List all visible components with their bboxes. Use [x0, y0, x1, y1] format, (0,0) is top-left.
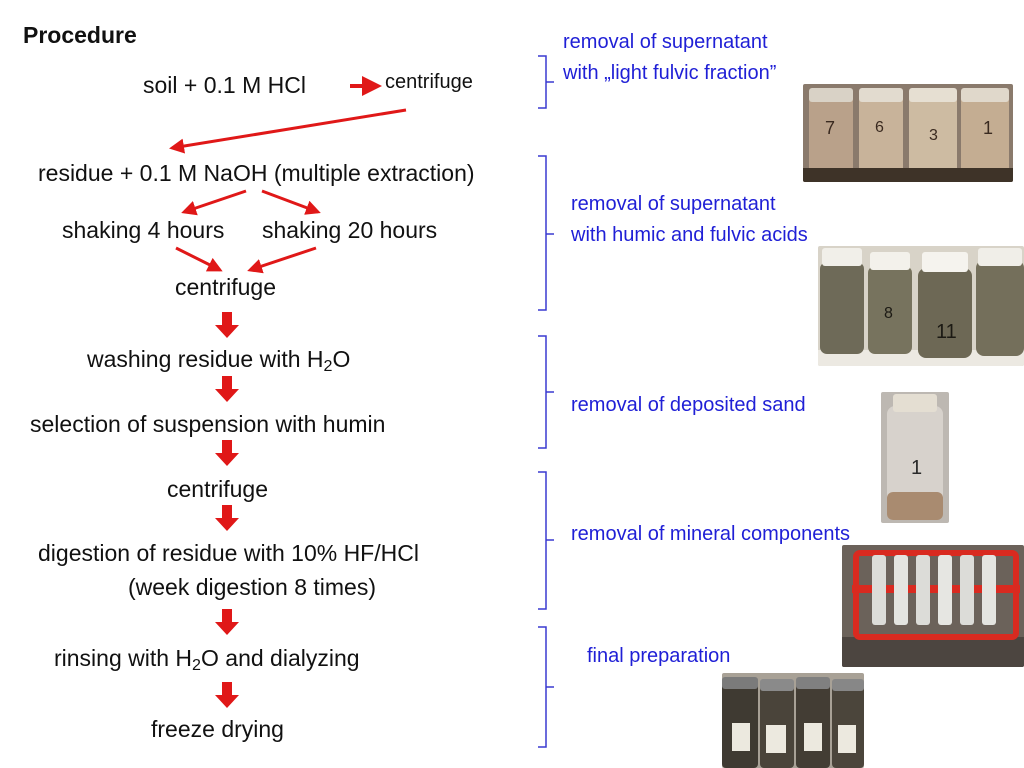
step-washing-residue: washing residue with H2O [87, 346, 350, 376]
step-shaking-20h: shaking 20 hours [262, 217, 438, 243]
step-centrifuge-2: centrifuge [175, 274, 277, 300]
note-light-fulvic-line2: with „light fulvic fraction” [563, 62, 777, 84]
photo2-label-8: 8 [884, 305, 893, 322]
note-deposited-sand: removal of deposited sand [571, 394, 806, 416]
step-centrifuge-top: centrifuge [385, 71, 473, 93]
photo-bottles-light-fulvic: 7 6 3 1 [803, 84, 1013, 182]
arrow-shaking20-to-centrifuge [247, 246, 317, 274]
photo1-label-3: 3 [929, 127, 938, 144]
photo-rack-digestion [842, 545, 1024, 667]
arrow-residue-to-shaking20 [261, 189, 321, 215]
photo1-label-6: 6 [875, 119, 884, 136]
step-residue-naoh: residue + 0.1 M NaOH (multiple extractio… [38, 160, 475, 186]
note-humic-fulvic-line1: removal of supernatant [571, 193, 776, 215]
arrow-down-3 [215, 440, 239, 466]
page-title: Procedure [23, 22, 137, 48]
arrow-shaking4-to-centrifuge [175, 246, 223, 272]
arrow-down-2 [215, 376, 239, 402]
step-freeze-drying: freeze drying [151, 716, 284, 742]
step-selection-humin: selection of suspension with humin [30, 411, 386, 437]
washing-subscript: 2 [323, 357, 333, 376]
rinsing-subscript: 2 [192, 656, 201, 675]
washing-text-pre: washing residue with H [87, 346, 324, 372]
bracket-light-fulvic [538, 55, 554, 109]
step-digestion: digestion of residue with 10% HF/HCl [38, 540, 419, 566]
arrow-down-5 [215, 609, 239, 635]
bracket-mineral [538, 471, 554, 610]
photo3-label-1: 1 [911, 457, 922, 479]
arrow-centrifuge-to-residue [169, 108, 407, 154]
bracket-humic-fulvic [538, 155, 554, 311]
washing-text-post: O [332, 346, 351, 372]
photo1-label-7: 7 [825, 118, 835, 138]
arrow-down-4 [215, 505, 239, 531]
step-digestion-note: (week digestion 8 times) [128, 574, 376, 600]
photo2-label-11: 11 [936, 321, 957, 343]
photo-bottle-sand: 1 [881, 392, 949, 523]
note-light-fulvic-line1: removal of supernatant [563, 31, 768, 53]
step-centrifuge-3: centrifuge [167, 476, 269, 502]
photo1-label-1: 1 [983, 118, 993, 138]
photo-bottles-humic-fulvic: 8 11 [818, 246, 1024, 366]
rinsing-text-pre: rinsing with H [54, 645, 193, 671]
note-mineral-components: removal of mineral components [571, 523, 851, 545]
arrow-down-1 [215, 312, 239, 338]
arrow-residue-to-shaking4 [181, 189, 247, 216]
step-soil-hcl: soil + 0.1 M HCl [143, 72, 306, 98]
rinsing-text-post: O and dialyzing [201, 645, 360, 671]
bracket-final-prep [538, 626, 554, 748]
note-humic-fulvic-line2: with humic and fulvic acids [571, 224, 808, 246]
step-rinsing-dialyzing: rinsing with H2O and dialyzing [54, 645, 360, 675]
bracket-deposited-sand [538, 335, 554, 449]
step-shaking-4h: shaking 4 hours [62, 217, 225, 243]
note-final-preparation: final preparation [587, 645, 731, 667]
arrow-down-6 [215, 682, 239, 708]
photo-jars-final [722, 673, 864, 768]
